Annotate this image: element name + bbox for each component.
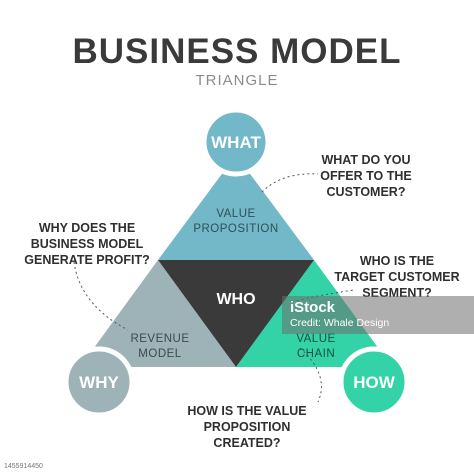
watermark-credit: Credit: Whale Design [290, 317, 390, 329]
why-label: WHY [79, 373, 119, 392]
revenue-model-label: REVENUE MODEL [130, 333, 190, 360]
how-label: HOW [353, 373, 395, 392]
watermark-brand: iStock [290, 299, 336, 316]
who-label: WHO [216, 291, 256, 308]
who-question: WHO IS THE TARGET CUSTOMER SEGMENT? [334, 254, 460, 300]
why-circle [63, 346, 135, 418]
how-circle [338, 346, 410, 418]
what-question: WHAT DO YOU OFFER TO THE CUSTOMER? [320, 153, 412, 199]
why-question: WHY DOES THE BUSINESS MODEL GENERATE PRO… [24, 221, 150, 267]
page-title: BUSINESS MODEL [72, 32, 402, 71]
stock-watermark: iStock Credit: Whale Design [282, 296, 474, 334]
how-question: HOW IS THE VALUE PROPOSITION CREATED? [187, 404, 307, 450]
value-proposition-label: VALUE PROPOSITION [193, 208, 279, 235]
who-center-segment [158, 260, 314, 367]
how-connector [299, 347, 322, 403]
what-circle [201, 107, 271, 177]
revenue-model-segment [80, 260, 236, 367]
page-subtitle: TRIANGLE [195, 72, 279, 89]
stock-id: 1455914450 [4, 463, 43, 470]
what-label: WHAT [211, 133, 261, 152]
value-chain-label: VALUE CHAIN [296, 333, 336, 360]
value-proposition-segment [158, 155, 314, 260]
